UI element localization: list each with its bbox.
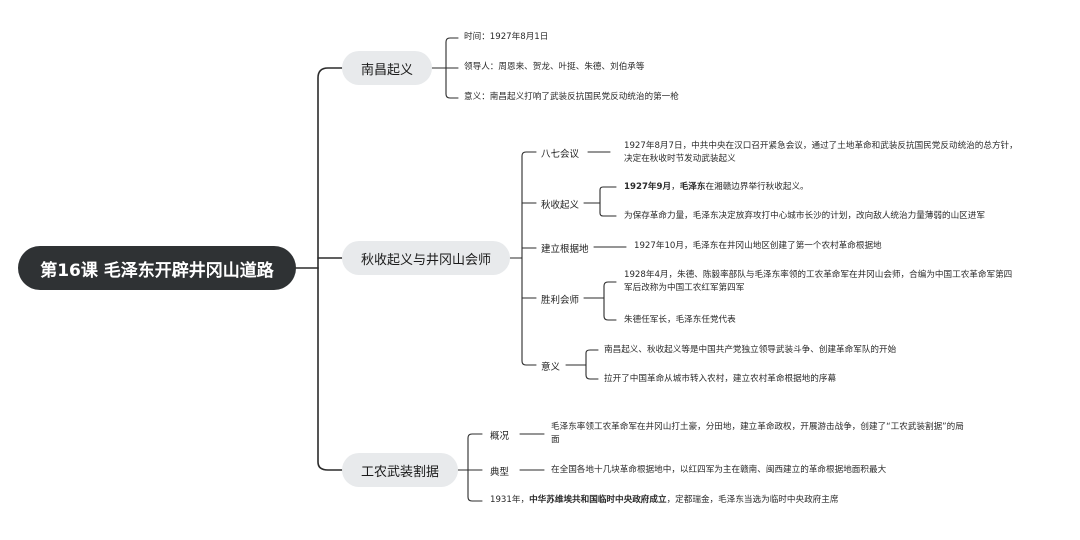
leaf-leaders: 领导人：周恩来、贺龙、叶挺、朱德、刘伯承等	[464, 62, 645, 72]
branch-autumn-harvest[interactable]: 秋收起义与井冈山会师	[342, 241, 510, 275]
leaf-significance-1: 南昌起义、秋收起义等是中国共产党独立领导武装斗争、创建革命军队的开始	[604, 345, 897, 355]
sub-victory-meeting[interactable]: 胜利会师	[541, 295, 580, 306]
sub-base-area[interactable]: 建立根据地	[541, 244, 589, 255]
leaf-autumn-plan: 为保存革命力量，毛泽东决定放弃攻打中心城市长沙的计划，改向敌人统治力量薄弱的山区…	[624, 211, 985, 221]
sub-august-seventh-meeting[interactable]: 八七会议	[541, 149, 580, 160]
sub-significance[interactable]: 意义	[541, 362, 561, 373]
leaf-autumn-date: 1927年9月，毛泽东在湘赣边界举行秋收起义。	[624, 182, 809, 192]
sub-overview[interactable]: 概况	[490, 431, 510, 442]
leaf-victory-meeting: 1928年4月，朱德、陈毅率部队与毛泽东率领的工农革命军在井冈山会师，合编为中国…	[624, 270, 1013, 293]
root-topic[interactable]: 第16课 毛泽东开辟井冈山道路	[18, 246, 296, 290]
leaf-soviet-government: 1931年，中华苏维埃共和国临时中央政府成立，定都瑞金，毛泽东当选为临时中央政府…	[490, 495, 839, 505]
leaf-overview: 毛泽东率领工农革命军在井冈山打土豪，分田地，建立革命政权，开展游击战争，创建了“…	[551, 422, 964, 445]
branch-armed-separatism[interactable]: 工农武装割据	[342, 453, 458, 487]
leaf-base-area: 1927年10月，毛泽东在井冈山地区创建了第一个农村革命根据地	[634, 241, 882, 251]
leaf-significance-2: 拉开了中国革命从城市转入农村，建立农村革命根据地的序幕	[604, 374, 837, 384]
leaf-significance: 意义：南昌起义打响了武装反抗国民党反动统治的第一枪	[464, 92, 679, 102]
leaf-typical: 在全国各地十几块革命根据地中，以红四军为主在赣南、闽西建立的革命根据地面积最大	[551, 465, 887, 475]
branch-nanchang-uprising[interactable]: 南昌起义	[342, 51, 432, 85]
leaf-commander: 朱德任军长，毛泽东任党代表	[624, 315, 736, 325]
sub-autumn-uprising[interactable]: 秋收起义	[541, 200, 580, 211]
leaf-time: 时间：1927年8月1日	[464, 32, 549, 42]
sub-typical[interactable]: 典型	[490, 467, 510, 478]
leaf-august-seventh: 1927年8月7日，中共中央在汉口召开紧急会议，通过了土地革命和武装反抗国民党反…	[624, 141, 1018, 164]
